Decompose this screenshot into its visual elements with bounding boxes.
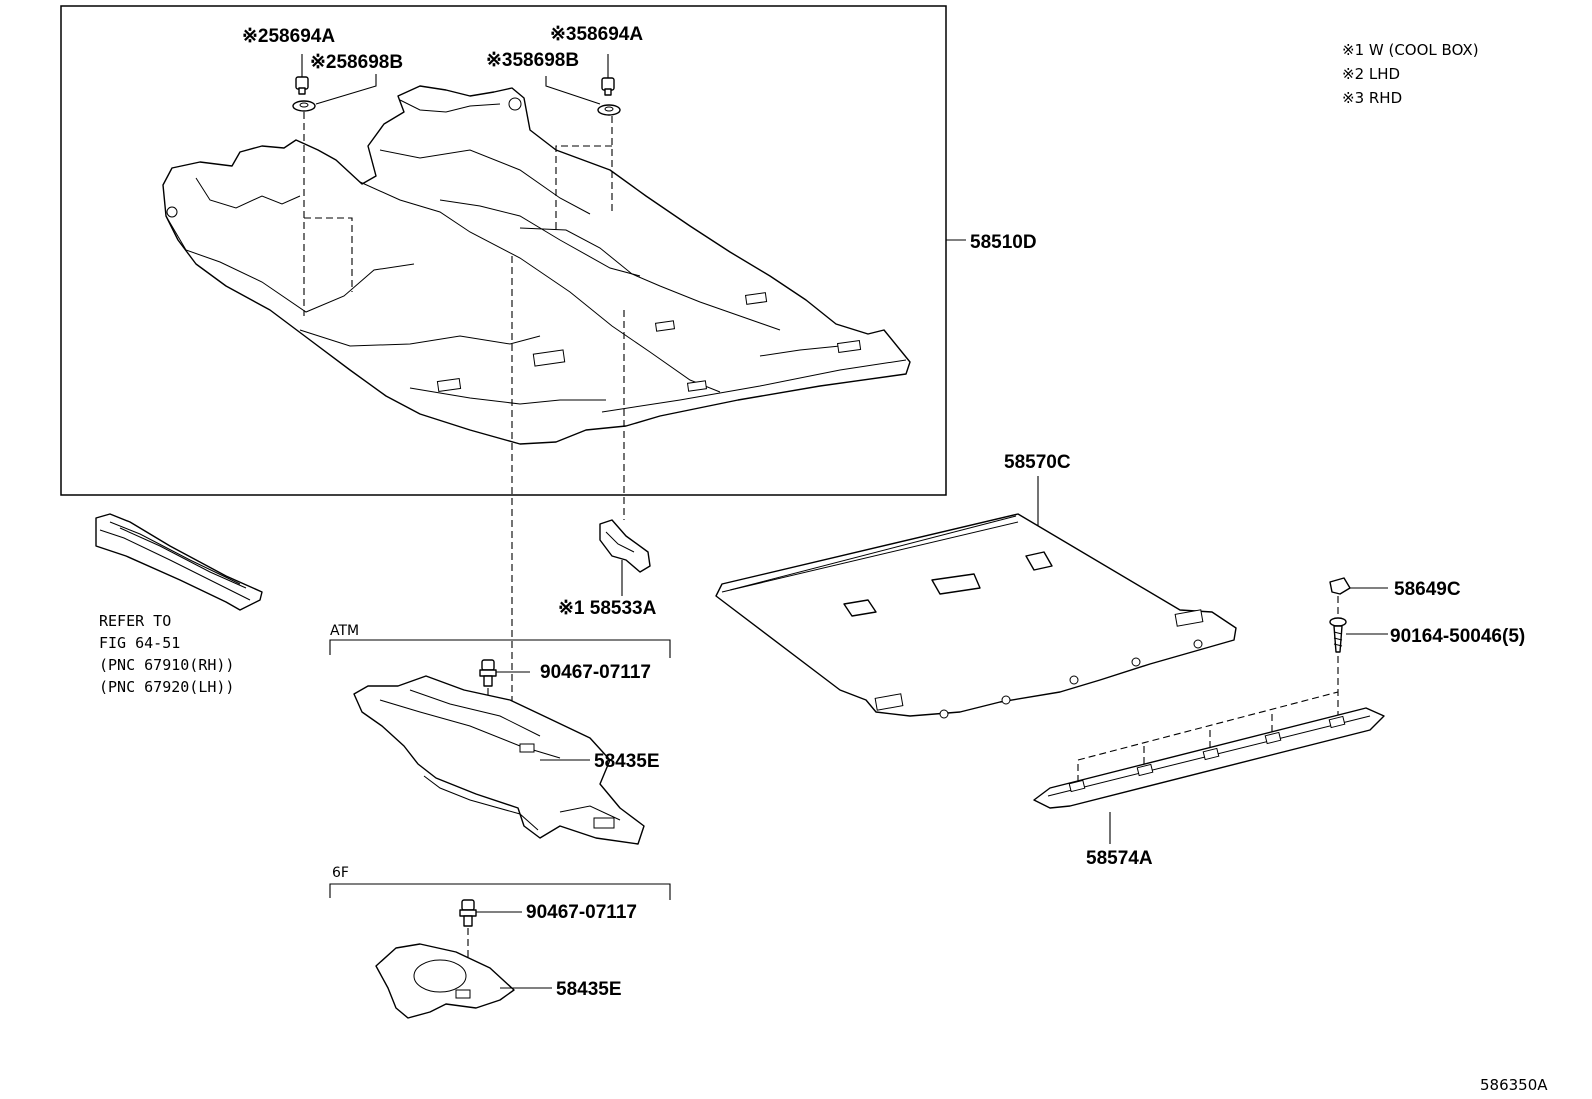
scuff-plate-drawing: [95, 513, 263, 611]
label-58698B-rhd: ※358698B: [486, 50, 579, 71]
diagram-id: 586350A: [1480, 1076, 1548, 1094]
group-label-6f: 6F: [332, 865, 349, 881]
group-label-atm: ATM: [330, 623, 359, 639]
screw-90164-50046: [1329, 617, 1388, 653]
label-58649C: 58649C: [1394, 579, 1461, 600]
label-58694A-rhd: ※358694A: [550, 24, 643, 45]
label-58533A: ※1 58533A: [558, 598, 657, 619]
reference-line-4: (PNC 67920(LH)): [99, 678, 234, 696]
clip-58694A-lhd: [292, 76, 316, 112]
insulator-58435E-6f-drawing: [375, 943, 552, 1019]
label-58574A: 58574A: [1086, 848, 1153, 869]
bolt-90467-07117-atm: [479, 659, 530, 687]
label-58570C: 58570C: [1004, 452, 1071, 473]
label-58510D: 58510D: [970, 232, 1037, 253]
label-58698B-lhd: ※258698B: [310, 52, 403, 73]
reference-line-2: FIG 64-51: [99, 634, 180, 652]
label-58694A-lhd: ※258694A: [242, 26, 335, 47]
note-1: ※1 W (COOL BOX): [1342, 41, 1479, 59]
rail-58574A-drawing: [1033, 707, 1385, 844]
note-3: ※3 RHD: [1342, 89, 1402, 107]
label-90164-50046: 90164-50046(5): [1390, 626, 1525, 647]
label-58435E-6f: 58435E: [556, 979, 622, 1000]
bolt-90467-07117-6f: [459, 899, 522, 927]
clip-58694A-rhd: [597, 77, 621, 116]
floor-panel-58570C-drawing: [715, 476, 1237, 719]
bracket-58533A-drawing: [599, 519, 651, 596]
insulator-58435E-atm-drawing: [353, 675, 645, 845]
note-2: ※2 LHD: [1342, 65, 1400, 83]
floor-carpet-drawing: [162, 85, 911, 445]
label-58435E-atm: 58435E: [594, 751, 660, 772]
label-90467-07117-6f: 90467-07117: [526, 902, 637, 923]
reference-line-1: REFER TO: [99, 612, 171, 630]
clip-58649C: [1329, 577, 1388, 595]
reference-line-3: (PNC 67910(RH)): [99, 656, 234, 674]
label-90467-07117-atm: 90467-07117: [540, 662, 651, 683]
assembly-frame: [60, 5, 947, 496]
